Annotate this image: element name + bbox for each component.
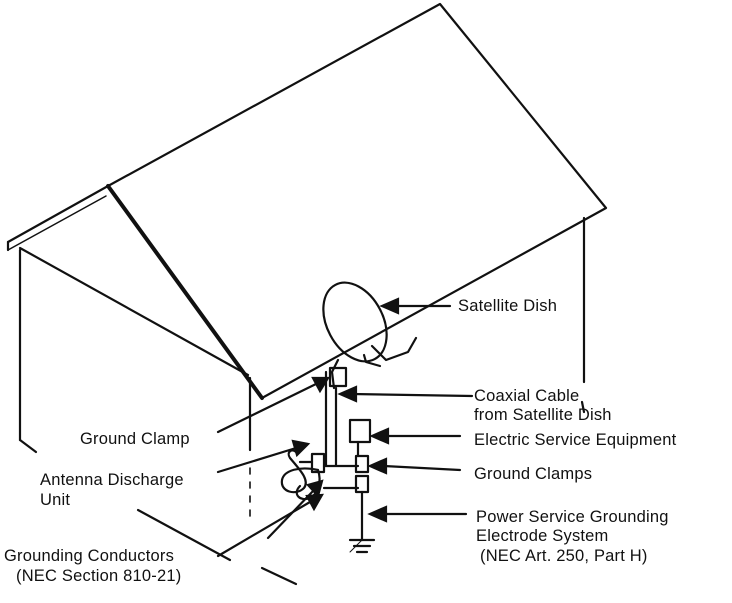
label-antenna-discharge-line2: Unit xyxy=(40,491,71,509)
label-power-service: Power Service Grounding xyxy=(476,508,669,526)
ground-clamp-lower xyxy=(354,474,370,494)
arrow-satellite-dish xyxy=(379,297,400,315)
label-ground-clamps: Ground Clamps xyxy=(474,465,593,483)
label-satellite-dish: Satellite Dish xyxy=(458,297,558,315)
label-power-service-line2: Electrode System xyxy=(476,527,609,545)
label-power-service-line3: (NEC Art. 250, Part H) xyxy=(480,547,648,565)
arrow-electric-service xyxy=(369,427,390,445)
arrow-grounding-conductor-1 xyxy=(305,493,324,512)
ground-line-left xyxy=(136,508,232,562)
arrow-coaxial-cable xyxy=(337,385,358,403)
label-grounding-conductors: Grounding Conductors xyxy=(4,547,175,565)
dish-mount xyxy=(328,366,348,388)
label-ground-clamp: Ground Clamp xyxy=(80,430,190,448)
label-coaxial-cable: Coaxial Cable xyxy=(474,387,580,405)
label-electric-service: Electric Service Equipment xyxy=(474,431,677,449)
arrow-grounding-conductor-2 xyxy=(305,479,324,499)
arrow-ground-clamps xyxy=(367,457,388,475)
ground-clamp-upper xyxy=(354,454,370,474)
arrow-antenna-discharge xyxy=(291,439,311,458)
ground-line-right xyxy=(260,566,298,586)
electric-service-box xyxy=(348,418,372,444)
label-coaxial-cable-line2: from Satellite Dish xyxy=(474,406,612,424)
arrow-power-service xyxy=(367,505,388,523)
satellite-dish xyxy=(322,281,388,363)
gable-eave xyxy=(6,184,110,244)
label-grounding-conductors-line2: (NEC Section 810-21) xyxy=(16,567,182,585)
antenna-discharge-loop xyxy=(280,449,320,494)
roof-ridge xyxy=(106,2,608,400)
arrow-ground-clamp xyxy=(311,376,330,394)
label-antenna-discharge: Antenna Discharge xyxy=(40,471,184,489)
